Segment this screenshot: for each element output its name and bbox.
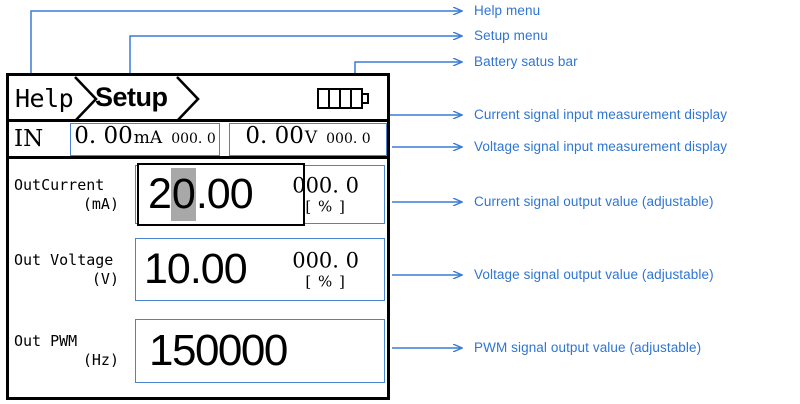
breadcrumb-item-help[interactable]: Help [15,84,74,113]
current-input-percent: 000. 0 [171,130,216,147]
annotation-voltage-input: Voltage signal input measurement display [474,139,728,154]
output-row-pwm: Out PWM (Hz) 150000 [9,309,387,393]
device-screen: Help Setup [6,73,390,400]
annotation-help-menu: Help menu [474,3,541,18]
out-pwm-value-area: 150000 [135,309,387,393]
annotation-pwm-output: PWM signal output value (adjustable) [474,340,702,355]
out-voltage-label-line1: Out Voltage [14,250,114,269]
breadcrumb-chevron-icon-1 [69,76,103,122]
annotation-current-output: Current signal output value (adjustable) [474,194,714,209]
input-measurement-row: IN 0. 00 mA 000. 0 0. 00 V 000. 0 [9,122,387,159]
out-voltage-highlight-frame [135,238,385,301]
out-current-value-field[interactable]: 20.00 [137,163,305,226]
out-voltage-label: Out Voltage (V) [9,251,135,289]
out-pwm-highlight-frame [135,319,385,383]
output-row-voltage: Out Voltage (V) 10.00 000. 0 [ % ] [9,230,387,309]
out-pwm-label-line1: Out PWM [14,332,78,351]
annotation-setup-menu: Setup menu [474,28,548,43]
out-pwm-value[interactable]: 150000 [149,326,288,375]
breadcrumb-chevron-icon-2 [171,76,205,122]
battery-segment [330,90,341,107]
out-pwm-label-unit: (Hz) [82,351,119,369]
out-voltage-value[interactable]: 10.00 [144,245,248,293]
battery-terminal [363,93,369,104]
voltage-input-unit: V [304,127,318,148]
battery-segment [352,90,361,107]
input-row-label: IN [14,125,44,152]
out-current-percent-unit: [ % ] [305,197,346,216]
out-current-percent-value: 000. 0 [292,172,359,197]
out-current-selected-digit[interactable]: 0 [170,168,196,221]
battery-body [317,88,363,109]
out-current-value: 20.00 [139,168,254,221]
output-row-current: OutCurrent (mA) 20.00 000. 0 [ % ] [9,159,387,230]
out-pwm-label: Out PWM (Hz) [9,332,135,370]
out-current-label: OutCurrent (mA) [9,176,135,214]
out-current-digits-after: .00 [195,170,254,218]
out-current-percent-readout: 000. 0 [ % ] [292,174,359,215]
battery-segment [319,90,330,107]
out-voltage-percent-unit: [ % ] [305,272,346,291]
current-input-display[interactable]: 0. 00 mA 000. 0 [70,122,220,156]
out-voltage-percent-value: 000. 0 [292,247,359,272]
battery-segment [341,90,352,107]
annotation-voltage-output: Voltage signal output value (adjustable) [474,267,714,282]
out-voltage-label-unit: (V) [91,269,119,288]
out-current-value-area: 20.00 000. 0 [ % ] [135,159,387,230]
voltage-input-display[interactable]: 0. 00 V 000. 0 [229,122,387,156]
voltage-input-value: 0. 00 [245,122,304,149]
out-current-label-unit: (mA) [82,194,119,213]
voltage-input-percent: 000. 0 [326,130,371,147]
breadcrumb-item-setup[interactable]: Setup [95,82,168,112]
current-input-unit: mA [133,127,163,148]
out-voltage-value-area: 10.00 000. 0 [ % ] [135,230,387,309]
annotation-battery-bar: Battery satus bar [474,54,578,69]
out-current-digits-before: 2 [148,170,172,218]
out-voltage-percent-readout: 000. 0 [ % ] [292,249,359,290]
out-current-label-line1: OutCurrent [14,175,105,194]
device-header: Help Setup [9,76,387,122]
battery-icon [317,88,369,109]
current-input-value: 0. 00 [74,122,133,149]
annotation-current-input: Current signal input measurement display [474,107,728,122]
